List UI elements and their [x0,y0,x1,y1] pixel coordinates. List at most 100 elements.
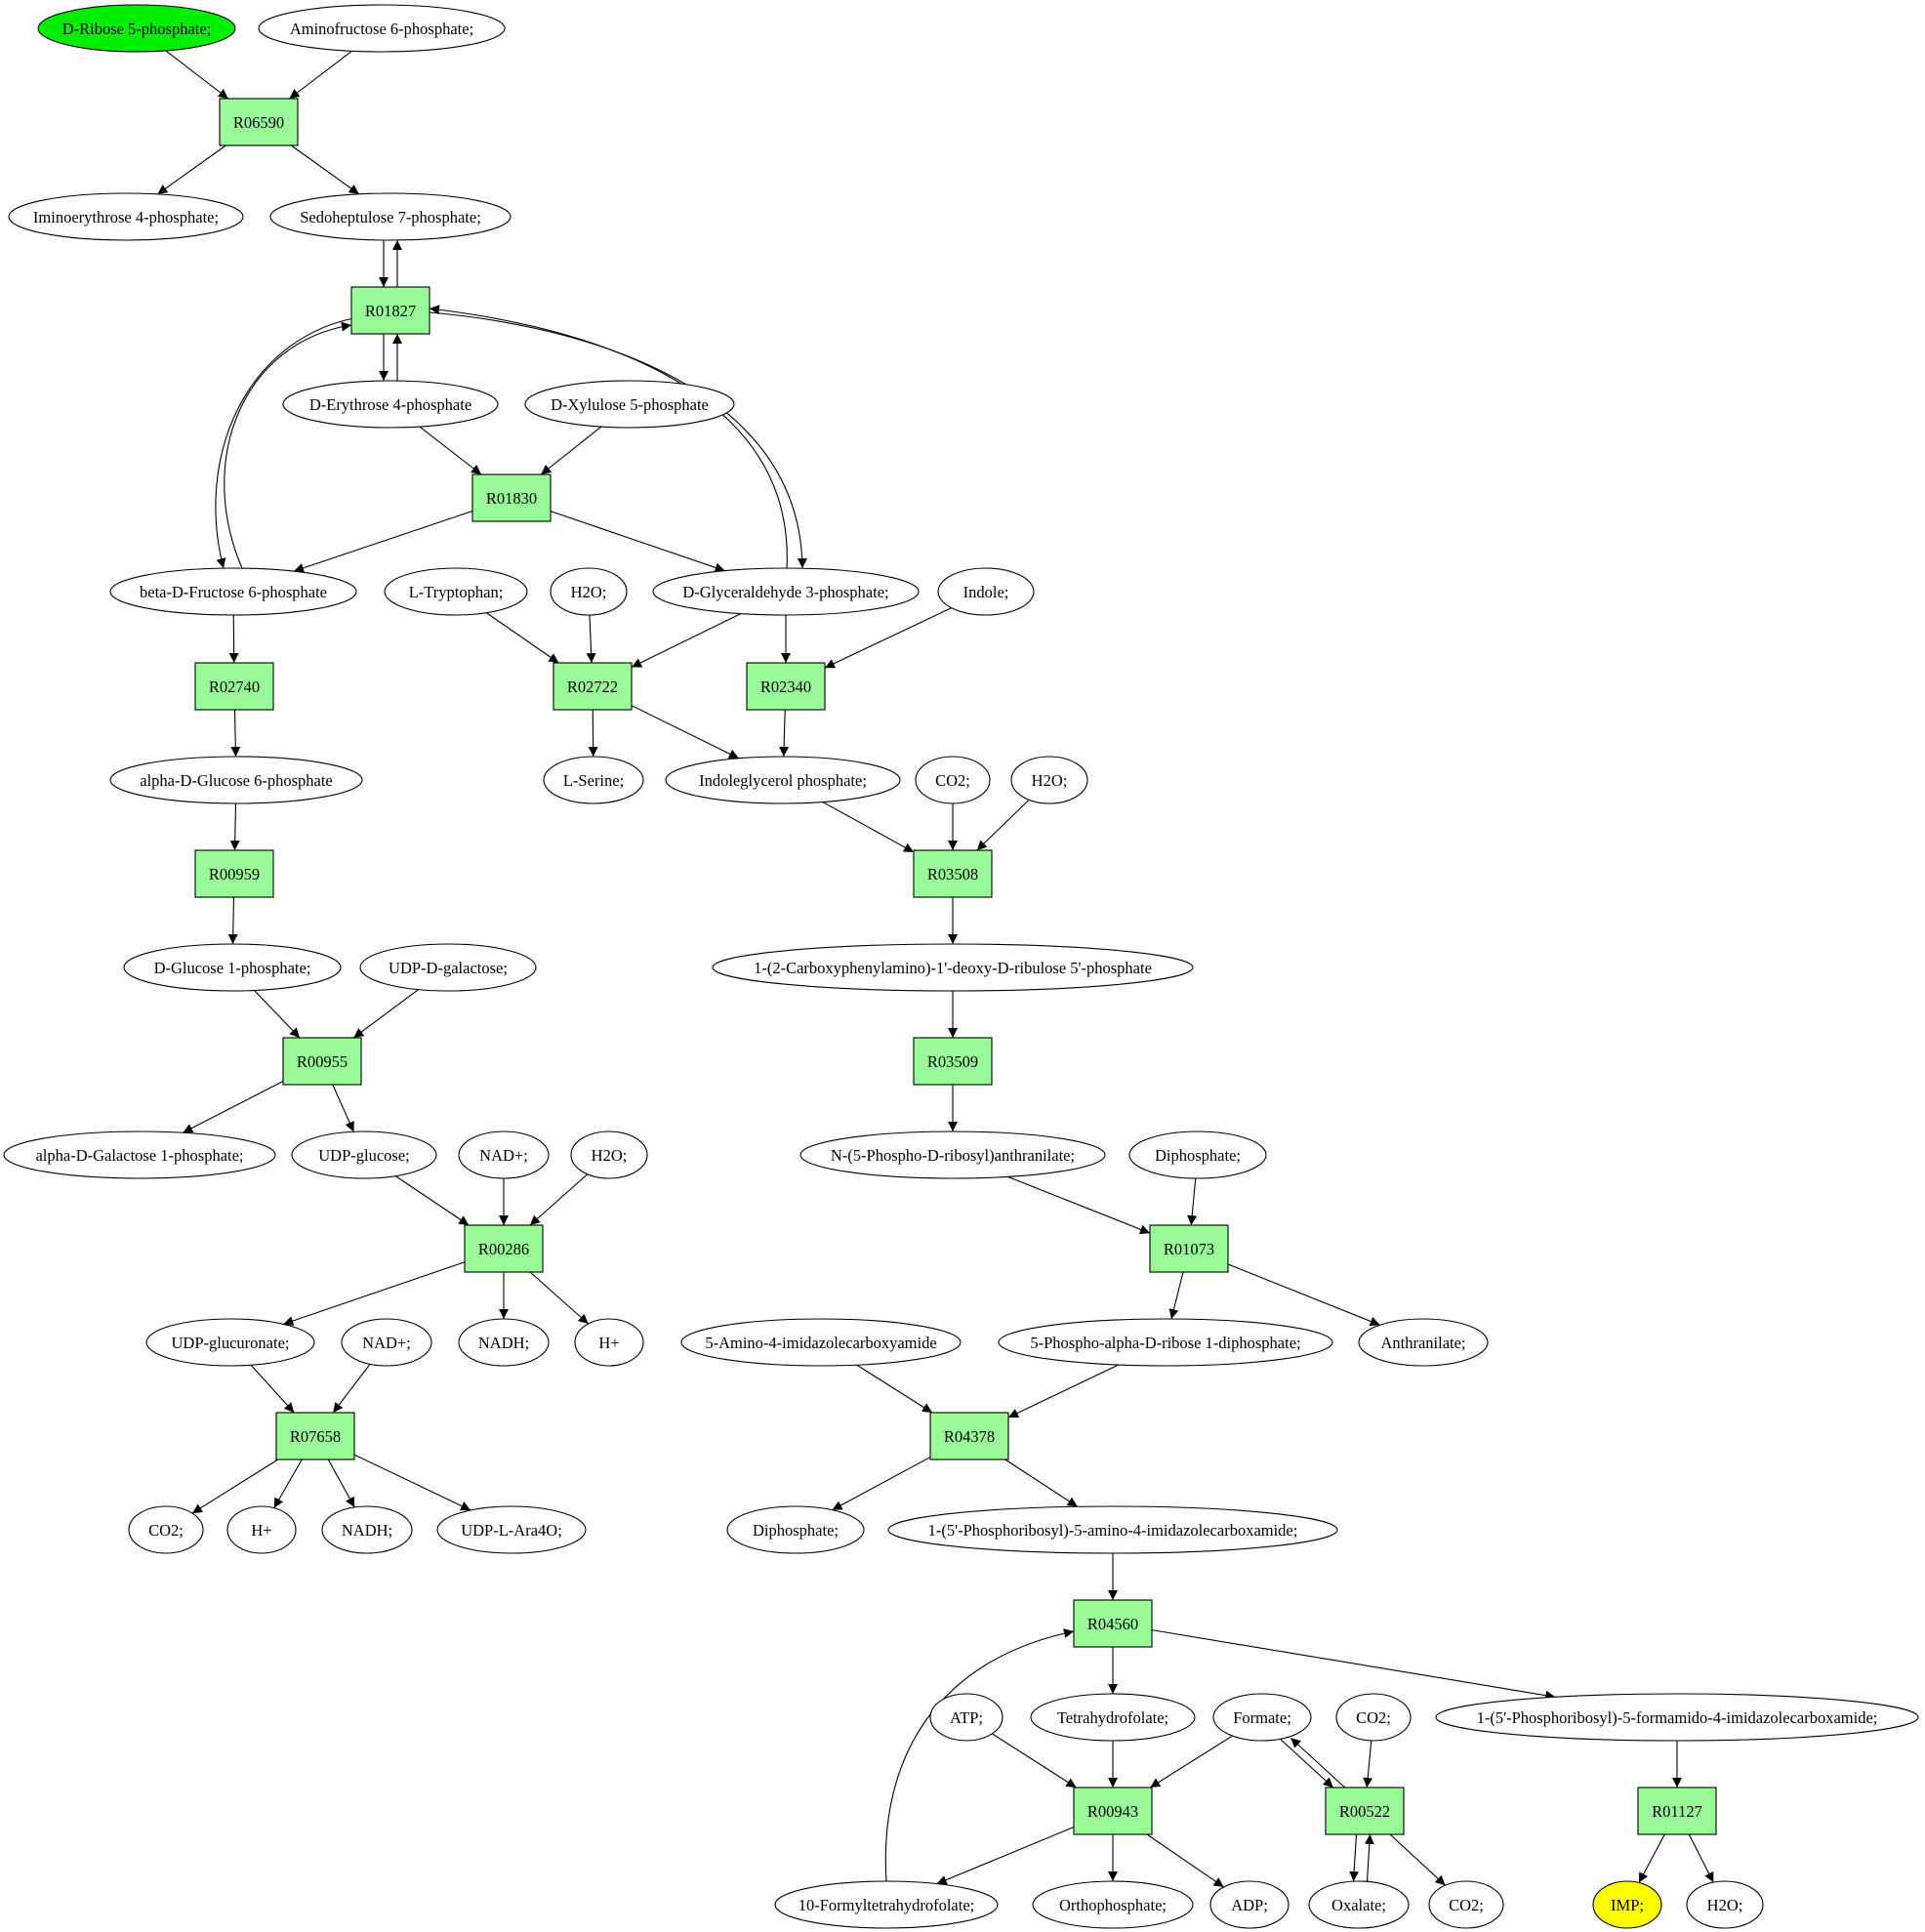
compound-ellipse-formate [1212,1693,1312,1742]
compound-node-dribose5p: D-Ribose 5-phosphate; [37,4,236,53]
edge-oxalate-to-r00522 [1364,1833,1374,1882]
compound-node-dglyceraldehyde3p: D-Glyceraldehyde 3-phosphate; [652,567,920,616]
node-label-dribose5p: D-Ribose 5-phosphate; [62,20,212,38]
edge-r00522-to-oxalate [1349,1833,1360,1882]
edge-r07658-to-co2_b [191,1459,279,1514]
edge-atp-to-r00943 [992,1733,1077,1788]
compound-node-co2_c: CO2; [1335,1693,1412,1742]
node-label-hplus_a: H+ [598,1334,619,1352]
compound-ellipse-diphosphate_b [726,1505,865,1554]
reaction-box-r03508 [913,849,993,898]
reaction-node-r00959: R00959 [194,849,274,898]
node-label-udpglucuronate: UDP-glucuronate; [172,1334,290,1352]
reaction-box-r03509 [913,1037,993,1086]
edge-n5phospho-to-r01073 [1007,1175,1151,1235]
compound-node-anthranilate: Anthranilate; [1358,1318,1489,1367]
compound-node-nadplus_a: NAD+; [458,1130,550,1179]
compound-node-lserine: L-Serine; [543,756,644,804]
reaction-node-r00943: R00943 [1073,1787,1153,1835]
compound-ellipse-dribose5p [37,4,236,53]
node-label-hplus_b: H+ [251,1521,271,1540]
compound-ellipse-dglucose1p [123,943,342,992]
edge-betadfructose6p-to-r02740 [228,614,239,664]
compound-ellipse-diphosphate_a [1128,1130,1267,1179]
node-label-anthranilate: Anthranilate; [1380,1334,1465,1352]
edge-indoleglycerolp-to-r03508 [822,802,915,853]
node-label-co2_d: CO2; [1449,1896,1484,1914]
node-label-udpglucose: UDP-glucose; [318,1146,410,1165]
edge-r07658-to-nadh_b [327,1459,355,1508]
reaction-node-r06590: R06590 [219,98,299,146]
edge-r02722-to-indoleglycerolp [631,705,740,760]
compound-ellipse-co2_d [1428,1880,1504,1929]
node-label-r02740: R02740 [209,678,260,696]
edge-r01830-to-dglyceraldehyde3p [550,511,725,573]
compound-node-formate: Formate; [1212,1693,1312,1742]
compound-node-thf: Tetrahydrofolate; [1030,1693,1196,1742]
node-label-lserine: L-Serine; [563,771,624,790]
reaction-box-r01127 [1637,1787,1717,1835]
edge-r02740-to-alphadglucose6p [230,709,241,758]
reaction-box-r07658 [275,1412,355,1460]
edge-r00943-to-adp [1146,1833,1224,1888]
node-label-dglyceraldehyde3p: D-Glyceraldehyde 3-phosphate; [682,583,888,601]
edge-udpglucuronate-to-r07658 [250,1364,295,1414]
node-label-h2o_c: H2O; [592,1146,628,1165]
node-label-orthophosphate: Orthophosphate; [1059,1896,1167,1914]
edge-r01127-to-imp [1638,1833,1665,1883]
reaction-box-r01830 [471,473,552,522]
node-label-nadplus_b: NAD+; [362,1334,411,1352]
node-label-h2o_a: H2O; [571,583,607,601]
compound-ellipse-oxalate [1308,1880,1410,1929]
compound-node-ltryptophan: L-Tryptophan; [384,567,528,616]
node-label-r00522: R00522 [1339,1802,1390,1821]
node-label-r00943: R00943 [1087,1802,1138,1821]
node-label-h2o_d: H2O; [1707,1896,1743,1914]
node-label-r04560: R04560 [1087,1615,1138,1633]
edge-h2o_a-to-r02722 [586,614,596,664]
node-label-r04378: R04378 [944,1427,995,1446]
compound-ellipse-nadplus_b [341,1318,432,1367]
edge-r07658-to-hplus_b [273,1459,303,1508]
compound-node-h2o_d: H2O; [1686,1880,1764,1929]
compound-node-nadh_b: NADH; [321,1505,413,1554]
compound-ellipse-udplara4o [436,1505,587,1554]
node-label-r02340: R02340 [760,678,811,696]
reaction-node-r00955: R00955 [282,1037,362,1086]
node-label-betadfructose6p: beta-D-Fructose 6-phosphate [140,583,327,601]
node-label-diphosphate_b: Diphosphate; [753,1521,839,1540]
node-label-r01073: R01073 [1164,1240,1214,1258]
edge-curve-2 [429,311,807,569]
compound-ellipse-ltryptophan [384,567,528,616]
nodes-layer: D-Ribose 5-phosphate; Aminofructose 6-pho… [3,4,1919,1929]
node-label-co2_a: CO2; [935,771,970,790]
node-label-r06590: R06590 [233,113,284,132]
edge-r01830-to-betadfructose6p [293,510,473,573]
compound-ellipse-h2o_b [1010,756,1088,804]
compound-node-sedoheptulose7p: Sedoheptulose 7-phosphate; [269,192,512,241]
compound-ellipse-faicar [1435,1693,1919,1742]
edge-r00959-to-dglucose1p [227,896,238,945]
compound-node-aminofructose6p: Aminofructose 6-phosphate; [258,4,506,53]
reaction-box-r06590 [219,98,299,146]
compound-node-dglucose1p: D-Glucose 1-phosphate; [123,943,342,992]
compound-node-betadfructose6p: beta-D-Fructose 6-phosphate [109,567,357,616]
edge-r02340-to-indoleglycerolp [779,709,790,758]
compound-ellipse-orthophosphate [1032,1880,1194,1929]
compound-ellipse-formylthf [774,1880,999,1929]
node-label-prpp: 5-Phospho-alpha-D-ribose 1-diphosphate; [1030,1334,1300,1352]
compound-ellipse-sedoheptulose7p [269,192,512,241]
node-label-udplara4o: UDP-L-Ara4O; [461,1521,562,1540]
edge-curve-0 [224,321,352,569]
node-label-aminoimidazole: 5-Amino-4-imidazolecarboxyamide [705,1334,936,1352]
compound-ellipse-prpp [998,1318,1333,1367]
compound-ellipse-co2_c [1335,1693,1412,1742]
compound-ellipse-thf [1030,1693,1196,1742]
node-label-dglucose1p: D-Glucose 1-phosphate; [154,959,311,977]
compound-node-alphadglucose6p: alpha-D-Glucose 6-phosphate [109,756,363,804]
edge-r07658-to-udplara4o [353,1454,471,1511]
compound-ellipse-h2o_a [550,567,628,616]
edge-r00286-to-udpglucuronate [283,1261,466,1326]
compound-ellipse-derythrose4p [282,380,499,429]
